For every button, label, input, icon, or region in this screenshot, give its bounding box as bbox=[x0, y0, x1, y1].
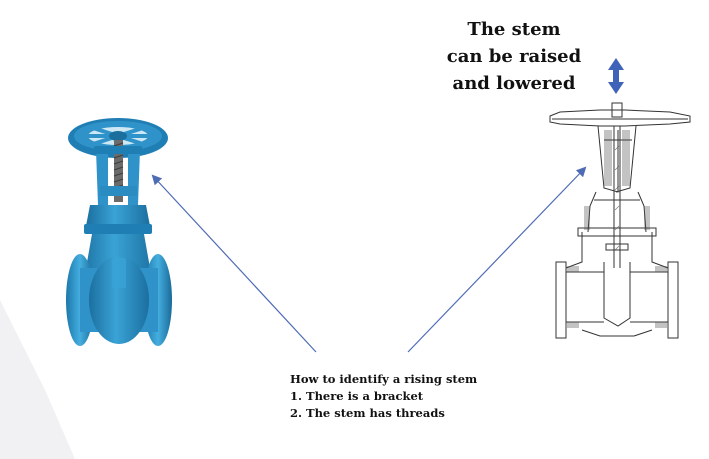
headline-line-3: and lowered bbox=[452, 73, 576, 94]
arrow-to-drawing bbox=[407, 166, 587, 353]
caption-item-2: 2. The stem has threads bbox=[290, 406, 445, 420]
headline-line-2: can be raised bbox=[446, 46, 582, 67]
caption-item-1: 1. There is a bracket bbox=[290, 389, 424, 403]
arrow-to-photo bbox=[151, 174, 317, 353]
rising-stem-caption: How to identify a rising stem 1. There i… bbox=[290, 371, 530, 422]
headline-line-1: The stem bbox=[467, 19, 561, 40]
caption-title: How to identify a rising stem bbox=[290, 372, 478, 386]
stem-headline: The stem can be raised and lowered bbox=[440, 16, 588, 97]
